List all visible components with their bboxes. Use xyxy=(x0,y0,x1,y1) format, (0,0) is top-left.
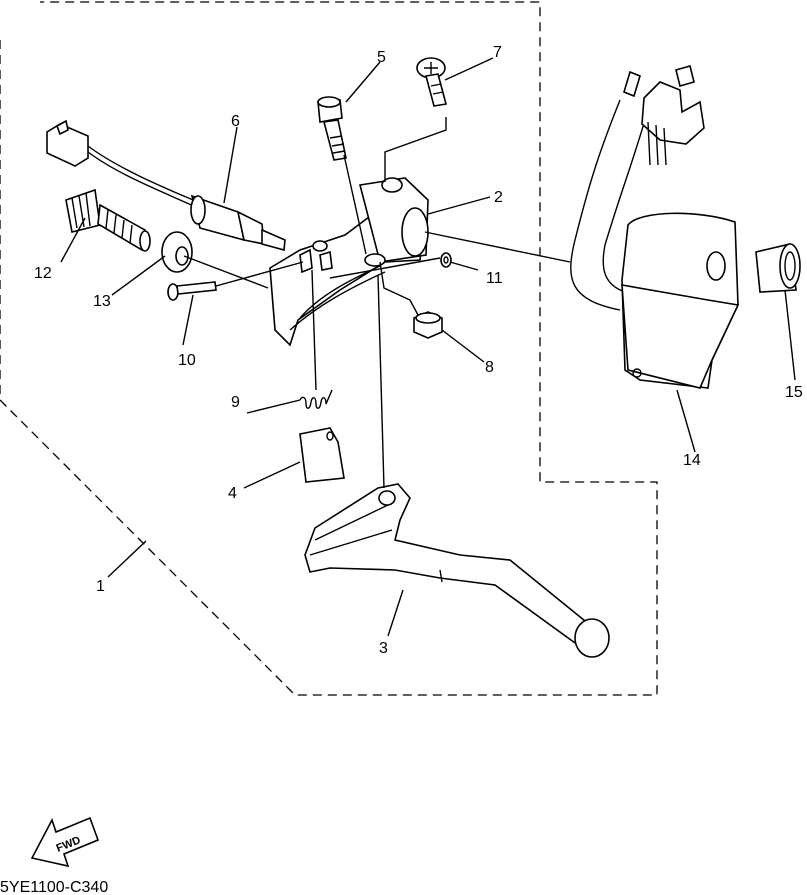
fwd-arrow-icon: FWD xyxy=(30,816,100,868)
part-label-14: 14 xyxy=(683,452,701,469)
part-2-lever-holder xyxy=(269,177,429,347)
part-8-nut xyxy=(413,311,443,339)
part-label-5: 5 xyxy=(377,49,386,66)
part-11-circlip xyxy=(440,252,452,268)
part-label-15: 15 xyxy=(785,384,803,401)
part-label-12: 12 xyxy=(34,265,52,282)
catalog-code: 5YE1100-C340 xyxy=(0,879,108,895)
part-label-6: 6 xyxy=(231,113,240,130)
part-12-adjuster-bolt xyxy=(65,188,151,252)
part-label-1: 1 xyxy=(96,578,105,595)
leader-lines xyxy=(60,57,796,637)
part-label-9: 9 xyxy=(231,394,240,411)
part-9-spring xyxy=(299,389,333,409)
part-labels: 5 7 6 2 12 11 13 8 10 15 9 14 4 1 3 xyxy=(34,44,803,657)
part-4-pad xyxy=(299,427,345,483)
part-6-brake-switch xyxy=(46,119,286,252)
part-7-screw xyxy=(416,57,447,107)
part-label-4: 4 xyxy=(228,485,237,502)
part-14-handlebar-switch xyxy=(570,65,740,389)
part-label-11: 11 xyxy=(486,270,503,287)
part-3-lever xyxy=(304,483,610,658)
part-13-locknut xyxy=(161,231,193,273)
part-label-3: 3 xyxy=(379,640,388,657)
part-label-8: 8 xyxy=(485,359,494,376)
part-5-bolt xyxy=(317,96,347,161)
part-10-bolt xyxy=(167,281,217,301)
assembly-boundary xyxy=(0,1,658,696)
part-15-bushing xyxy=(755,243,801,293)
part-label-7: 7 xyxy=(493,44,502,61)
part-label-2: 2 xyxy=(494,189,503,206)
part-label-13: 13 xyxy=(93,293,111,310)
part-label-10: 10 xyxy=(178,352,196,369)
